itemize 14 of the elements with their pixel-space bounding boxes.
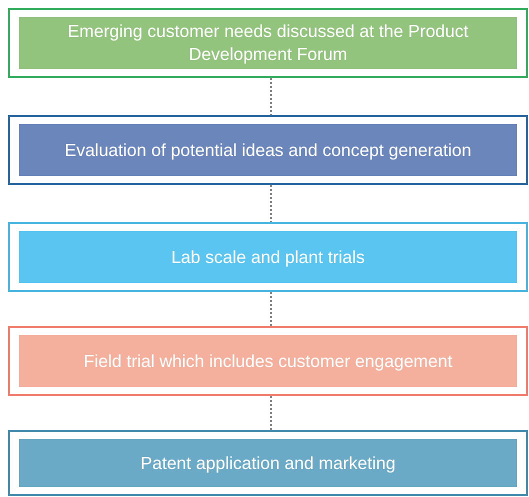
step-label: Patent application and marketing <box>19 439 517 487</box>
dotted-connector <box>270 396 272 430</box>
step-box <box>8 222 528 292</box>
step-box <box>8 115 528 185</box>
step-label: Emerging customer needs discussed at the Product Development Forum <box>19 17 517 69</box>
dotted-connector <box>270 292 272 326</box>
step-label: Field trial which includes customer engagement <box>19 335 517 387</box>
step-label: Evaluation of potential ideas and concept generation <box>19 124 517 176</box>
step-box <box>8 430 528 496</box>
step-label: Lab scale and plant trials <box>19 231 517 283</box>
dotted-connector <box>270 78 272 115</box>
step-box <box>8 8 528 78</box>
step-box <box>8 326 528 396</box>
dotted-connector <box>270 185 272 222</box>
